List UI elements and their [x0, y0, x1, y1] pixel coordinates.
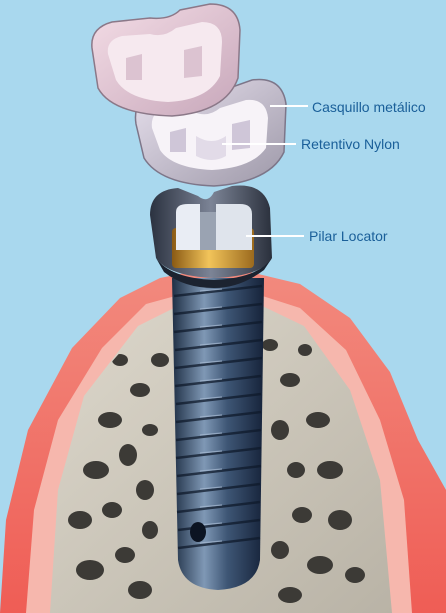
label-casquillo-metalico: Casquillo metálico: [312, 99, 426, 115]
label-retentivo-nylon: Retentivo Nylon: [301, 136, 400, 152]
implant-screw: [172, 278, 264, 590]
implant-vent-hole: [190, 522, 206, 542]
casquillo-metalico: [92, 4, 240, 116]
label-pilar-locator: Pilar Locator: [309, 228, 388, 244]
